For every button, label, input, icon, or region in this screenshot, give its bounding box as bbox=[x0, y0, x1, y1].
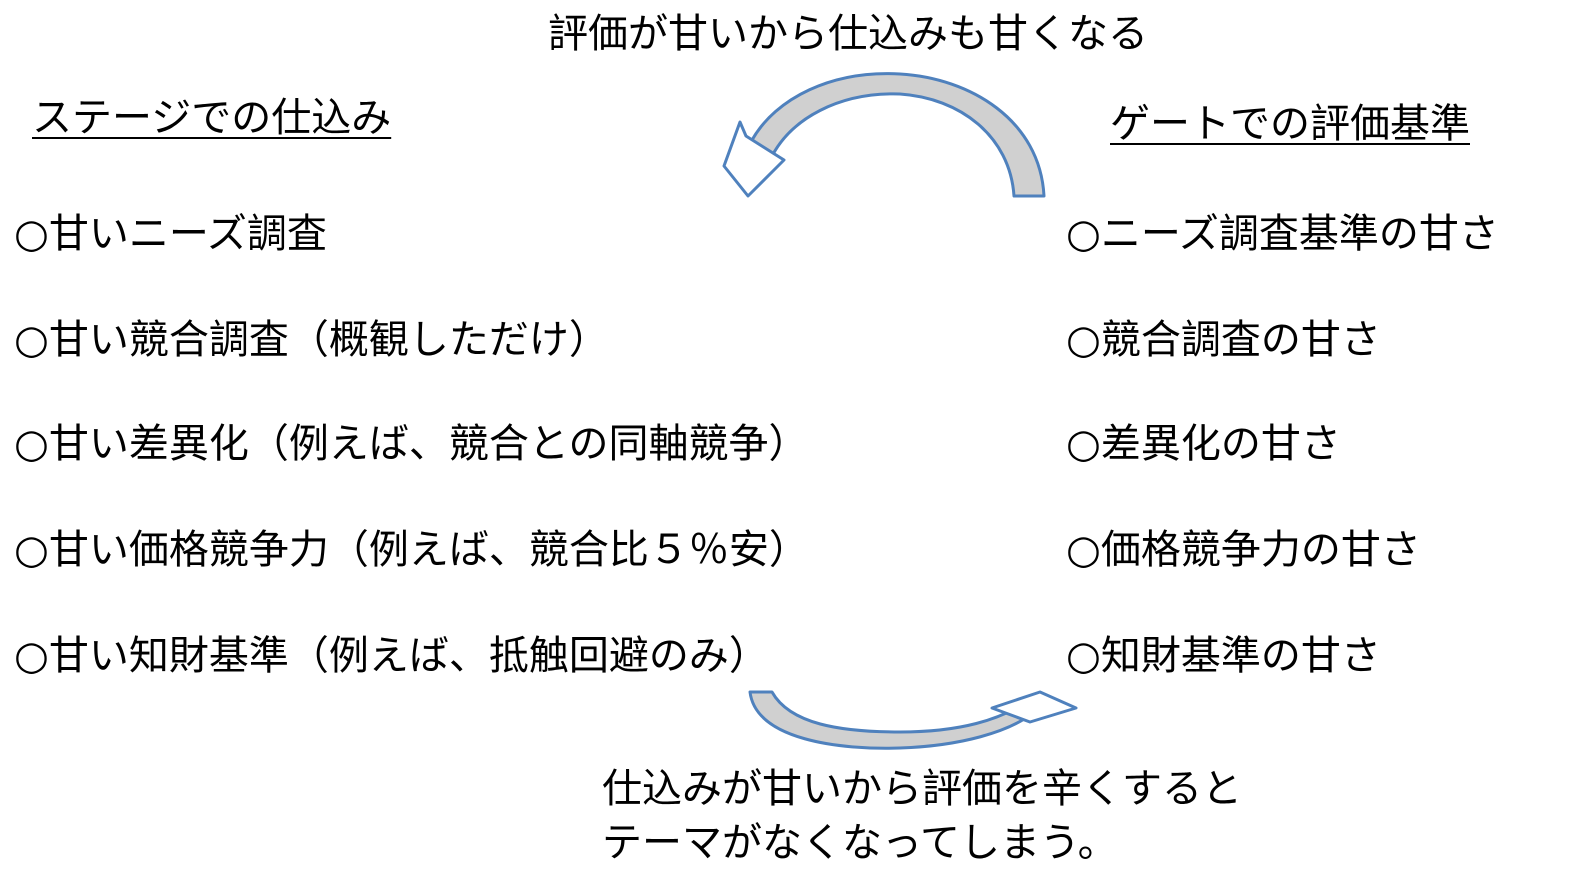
bottom-caption-line1: 仕込みが甘いから評価を辛くすると bbox=[602, 766, 1242, 812]
bottom-arrow-head bbox=[990, 690, 1078, 724]
right-item-price: ○価格競争力の甘さ bbox=[1066, 527, 1421, 573]
left-heading: ステージでの仕込み bbox=[32, 95, 392, 141]
bottom-caption: 仕込みが甘いから評価を辛くすると テーマがなくなってしまう。 bbox=[602, 762, 1242, 870]
right-heading: ゲートでの評価基準 bbox=[1110, 101, 1470, 147]
right-item-differentiation: ○差異化の甘さ bbox=[1066, 421, 1341, 467]
left-item-competition: ○甘い競合調査（概観しただけ） bbox=[14, 317, 609, 363]
right-item-ip: ○知財基準の甘さ bbox=[1066, 633, 1381, 679]
bottom-arrow-body bbox=[748, 690, 1036, 750]
left-item-differentiation: ○甘い差異化（例えば、競合との同軸競争） bbox=[14, 421, 809, 467]
top-caption: 評価が甘いから仕込みも甘くなる bbox=[548, 11, 1148, 57]
right-item-needs: ○ニーズ調査基準の甘さ bbox=[1066, 211, 1499, 257]
top-arrow-head bbox=[722, 120, 786, 198]
left-item-needs: ○甘いニーズ調査 bbox=[14, 211, 327, 257]
right-item-competition: ○競合調査の甘さ bbox=[1066, 317, 1381, 363]
left-item-price: ○甘い価格競争力（例えば、競合比５％安） bbox=[14, 527, 809, 573]
bottom-caption-line2: テーマがなくなってしまう。 bbox=[602, 820, 1118, 866]
left-item-ip: ○甘い知財基準（例えば、抵触回避のみ） bbox=[14, 633, 769, 679]
